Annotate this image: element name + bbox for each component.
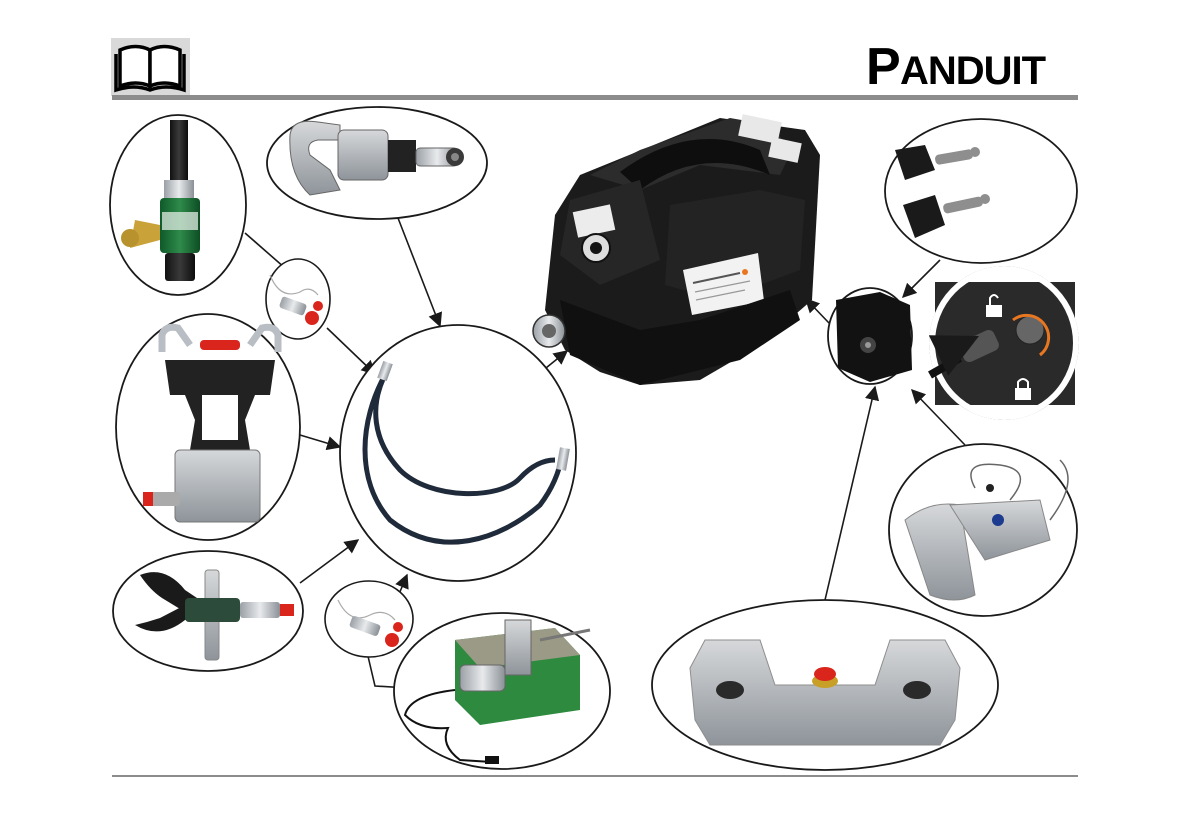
panduit-logo: P ANDUIT [866, 38, 1076, 96]
connector-lock-detail[interactable] [930, 267, 1078, 419]
svg-text:ANDUIT: ANDUIT [900, 49, 1046, 93]
cable-cutter[interactable] [113, 551, 303, 671]
pressure-gauge-adapter[interactable] [110, 115, 246, 295]
battery-charger-plugs[interactable] [885, 119, 1077, 263]
pump-socket-detail[interactable] [828, 288, 912, 384]
header-rule [112, 95, 1078, 100]
compression-tool[interactable] [116, 314, 300, 540]
busbar-bender[interactable] [394, 613, 610, 769]
hydraulic-pump[interactable] [533, 114, 820, 385]
foot-pedal-remote[interactable] [889, 444, 1077, 616]
svg-text:P: P [866, 38, 899, 96]
dual-hand-control[interactable] [652, 600, 998, 770]
open-book-icon [111, 38, 190, 96]
hydraulic-hose[interactable] [340, 325, 576, 581]
footer-rule [112, 775, 1078, 777]
c-head-crimper[interactable] [267, 107, 487, 219]
coupler-small-2[interactable] [325, 581, 413, 657]
